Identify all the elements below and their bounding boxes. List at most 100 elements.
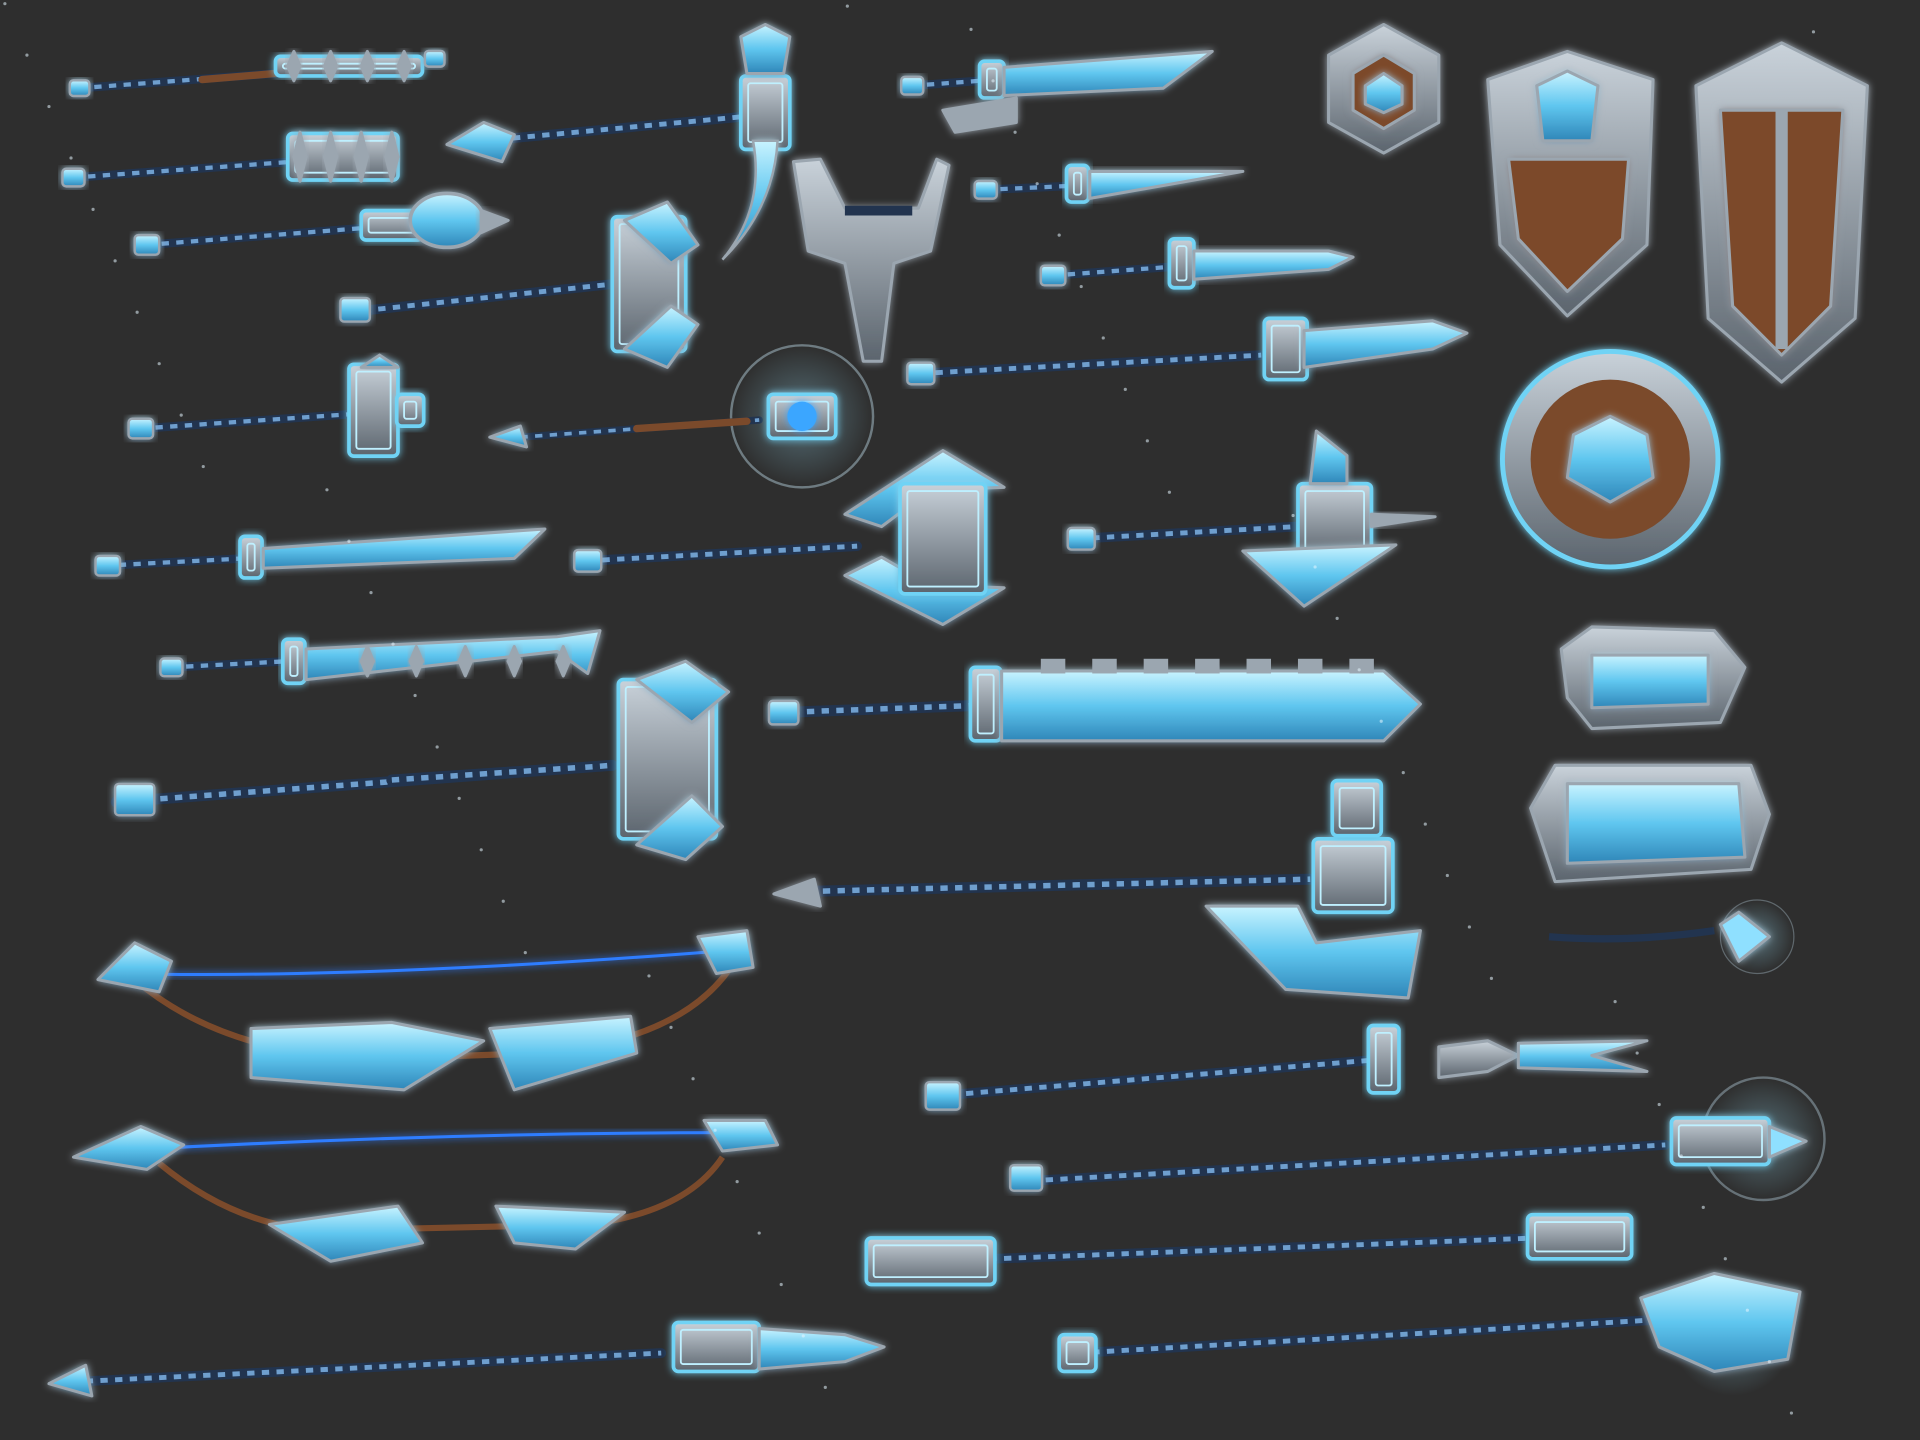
pommel xyxy=(94,554,122,577)
shaft-wrap xyxy=(920,352,1262,376)
spear-blade xyxy=(757,1327,886,1371)
hammer-item xyxy=(110,659,731,862)
sparkle xyxy=(325,488,329,492)
spike xyxy=(506,659,522,678)
butt-spike xyxy=(772,877,822,908)
sparkle xyxy=(1291,513,1295,518)
trident-prongs xyxy=(1516,1039,1649,1073)
shield-item xyxy=(1486,49,1655,318)
bow-tip xyxy=(96,941,173,994)
sparkle xyxy=(1445,873,1449,878)
shaft xyxy=(80,1348,667,1387)
sparkle xyxy=(1701,1205,1705,1209)
sword-item xyxy=(159,629,602,686)
head-rune-trim xyxy=(289,645,299,677)
blade-tooth xyxy=(1349,658,1374,674)
pommel xyxy=(767,699,800,726)
shaft-wrap xyxy=(912,78,980,88)
sparkle xyxy=(1489,976,1494,980)
spike xyxy=(286,64,302,83)
sparkle xyxy=(413,693,417,698)
sparkle xyxy=(3,2,7,6)
head-rune-trim xyxy=(281,62,417,70)
blade xyxy=(1000,669,1422,743)
guard-hook xyxy=(941,96,1018,134)
spike xyxy=(384,155,400,183)
spike xyxy=(353,155,369,183)
bowstring xyxy=(116,947,748,977)
sparkle xyxy=(369,591,373,595)
spiked-mace-item xyxy=(68,49,446,98)
pommel xyxy=(1057,1332,1098,1374)
halberd-item xyxy=(772,778,1422,1000)
axe-item xyxy=(1066,429,1437,608)
hammer-claw xyxy=(622,304,700,369)
bow-grip-plate xyxy=(267,1204,424,1263)
hammer-claw xyxy=(635,659,731,724)
shaft-wrap xyxy=(936,1056,1384,1099)
head-block xyxy=(1311,836,1395,915)
shaft xyxy=(478,111,752,146)
pommel xyxy=(61,167,86,188)
pommel xyxy=(127,417,155,440)
mace-ball xyxy=(408,191,486,250)
scythe-blade xyxy=(721,139,779,261)
crystal-tip xyxy=(1767,1125,1808,1159)
shaft-wrap xyxy=(777,702,980,716)
orb-core xyxy=(787,401,817,432)
sparkle xyxy=(1635,1051,1639,1055)
sparkle xyxy=(669,1025,673,1029)
shaft-wrap xyxy=(1016,1142,1666,1185)
head-rune-trim xyxy=(1319,845,1387,906)
sparkle xyxy=(457,796,461,800)
sparkle xyxy=(201,464,205,469)
pommel xyxy=(1066,526,1096,551)
pommel xyxy=(68,79,91,98)
pommel xyxy=(924,1080,962,1111)
sparkle xyxy=(1723,1257,1727,1261)
pommel xyxy=(339,296,372,323)
spike xyxy=(322,64,339,83)
sparkle xyxy=(501,899,505,903)
mace-head xyxy=(864,1236,997,1287)
head-rune-trim xyxy=(1065,1341,1090,1365)
shaft-wrap xyxy=(140,411,356,431)
hilt-item xyxy=(791,157,951,368)
head-rune-trim xyxy=(1677,1124,1763,1159)
pommel xyxy=(423,49,446,68)
shaft-wrap xyxy=(930,1234,1568,1264)
sparkle xyxy=(991,79,995,83)
shield-emblem xyxy=(1535,69,1600,143)
head-block xyxy=(898,481,988,596)
blade-tooth xyxy=(1195,658,1220,674)
bow-grip-plate xyxy=(488,1014,639,1092)
tip xyxy=(1369,512,1437,529)
spear-item xyxy=(47,1320,886,1398)
butt-spike xyxy=(47,1363,94,1398)
ball-mace-item xyxy=(133,191,510,256)
pickaxe-item xyxy=(445,22,792,261)
dagger-item xyxy=(1039,236,1355,290)
pommel xyxy=(900,75,925,96)
sparkle xyxy=(1613,1000,1617,1004)
sparkle xyxy=(391,642,395,646)
shaft xyxy=(1072,1315,1658,1358)
mace-head xyxy=(1525,1212,1634,1261)
pommel xyxy=(1039,264,1067,287)
bow-item xyxy=(96,929,755,1092)
blade-tooth xyxy=(1040,658,1066,674)
sparkle xyxy=(757,1231,761,1235)
sparkle xyxy=(845,4,849,8)
guard xyxy=(1366,1023,1401,1095)
sparkle xyxy=(1789,1411,1794,1415)
sparkle xyxy=(1745,1308,1749,1312)
bow-grip-plate xyxy=(249,1020,486,1092)
bow-item xyxy=(71,1118,780,1263)
blade xyxy=(1088,169,1245,200)
crossguard xyxy=(977,59,1006,100)
sparkle xyxy=(91,207,95,211)
sparkle xyxy=(1145,439,1149,443)
sparkle xyxy=(823,1385,827,1389)
shaft xyxy=(69,157,299,182)
sparkle xyxy=(1167,490,1171,494)
